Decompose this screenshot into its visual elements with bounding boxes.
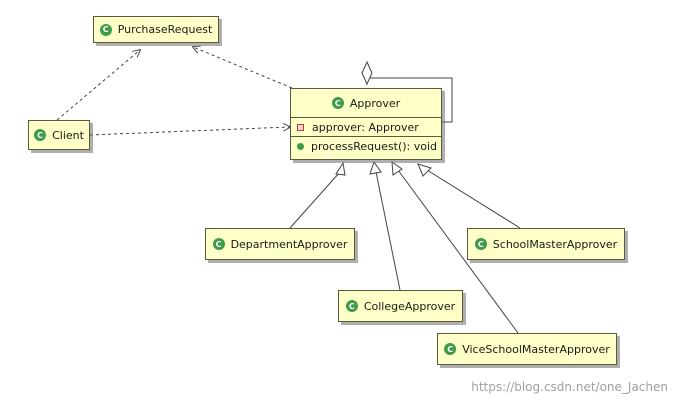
- operations-compartment: processRequest(): void: [291, 136, 441, 155]
- attribute-approver: approver: Approver: [312, 120, 419, 134]
- class-name: PurchaseRequest: [117, 23, 213, 36]
- class-vice-school-master-approver[interactable]: C ViceSchoolMasterApprover: [437, 333, 617, 365]
- watermark-url: https://blog.csdn.net/one_Jachen: [471, 380, 668, 394]
- class-purchase-request[interactable]: C PurchaseRequest: [93, 16, 219, 43]
- class-c-icon: C: [212, 238, 225, 250]
- generalization-triangle-department: [335, 161, 346, 176]
- class-name: CollegeApprover: [363, 299, 456, 313]
- class-school-master-approver[interactable]: C SchoolMasterApprover: [467, 228, 625, 260]
- generalization-school-master-approver: [426, 169, 521, 229]
- public-method-icon: [297, 142, 304, 150]
- class-name: Client: [52, 128, 84, 142]
- operation-process-request: processRequest(): void: [311, 139, 438, 153]
- private-field-icon: [297, 123, 304, 131]
- attributes-compartment: approver: Approver: [291, 117, 441, 136]
- class-name: ViceSchoolMasterApprover: [462, 342, 610, 356]
- class-c-icon: C: [331, 97, 344, 109]
- class-department-approver[interactable]: C DepartmentApprover: [205, 228, 355, 260]
- aggregation-diamond: [361, 60, 373, 86]
- generalization-triangle-college: [369, 160, 382, 175]
- class-c-icon: C: [444, 343, 457, 355]
- class-name: DepartmentApprover: [230, 237, 348, 251]
- generalization-department-approver: [289, 171, 341, 229]
- generalization-triangle-vice: [391, 160, 403, 176]
- dependency-client-purchaserequest: [56, 50, 140, 121]
- class-c-icon: C: [34, 129, 47, 141]
- class-c-icon: C: [474, 238, 487, 250]
- class-name: Approver: [349, 96, 401, 110]
- dependency-client-approver: [89, 127, 290, 136]
- generalization-college-approver: [375, 171, 401, 291]
- class-client[interactable]: C Client: [28, 120, 90, 150]
- generalization-vice-school-master-approver: [397, 169, 519, 334]
- generalization-triangle-schoolmaster: [417, 163, 432, 177]
- dependency-approver-purchaserequest: [193, 47, 293, 89]
- class-college-approver[interactable]: C CollegeApprover: [338, 290, 463, 322]
- class-c-icon: C: [345, 300, 358, 312]
- class-approver[interactable]: C Approver approver: Approver processReq…: [290, 88, 442, 160]
- class-c-icon: C: [99, 23, 112, 36]
- class-name: SchoolMasterApprover: [492, 237, 618, 251]
